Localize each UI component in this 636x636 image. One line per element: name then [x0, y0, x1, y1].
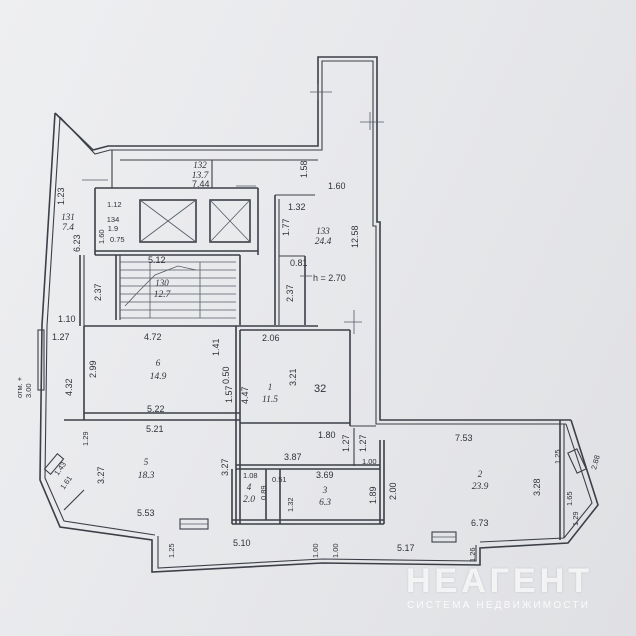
svg-text:1.25: 1.25 — [167, 543, 176, 558]
svg-text:5.21: 5.21 — [146, 424, 164, 434]
svg-text:0.51: 0.51 — [272, 475, 287, 484]
svg-text:0.75: 0.75 — [110, 235, 125, 244]
svg-text:1.32: 1.32 — [288, 202, 306, 212]
svg-text:5.53: 5.53 — [137, 508, 155, 518]
room-number: 2 — [478, 469, 483, 479]
room-area: 18.3 — [138, 471, 155, 481]
svg-text:1.25: 1.25 — [553, 449, 562, 464]
room-area: 23.9 — [472, 482, 489, 492]
svg-text:7.53: 7.53 — [455, 433, 473, 443]
outer-walls — [39, 56, 599, 573]
svg-text:1.60: 1.60 — [328, 181, 346, 191]
svg-text:1.80: 1.80 — [318, 430, 336, 440]
svg-text:0.89: 0.89 — [259, 485, 268, 500]
room-area: 1.9 — [108, 224, 118, 233]
room-number: 3 — [322, 485, 328, 495]
room-area: 14.9 — [150, 372, 167, 382]
svg-text:1.00: 1.00 — [311, 543, 320, 558]
svg-text:1.27: 1.27 — [52, 332, 70, 342]
svg-text:2.00: 2.00 — [388, 482, 398, 500]
svg-text:2.99: 2.99 — [88, 360, 98, 378]
svg-text:1.77: 1.77 — [281, 218, 291, 236]
svg-text:1.41: 1.41 — [211, 338, 221, 356]
svg-text:1.12: 1.12 — [107, 200, 122, 209]
svg-text:1.57: 1.57 — [224, 385, 234, 403]
svg-text:2.37: 2.37 — [93, 283, 103, 301]
room-labels: 1 11.5 2 23.9 3 6.3 4 2.0 5 18.3 6 14.9 … — [61, 160, 488, 508]
svg-text:5.10: 5.10 — [233, 538, 251, 548]
svg-text:5.22: 5.22 — [147, 404, 165, 414]
room-number: 1 — [268, 382, 273, 392]
room-number: 134 — [107, 215, 120, 224]
room-area: 11.5 — [262, 395, 278, 405]
svg-text:2.06: 2.06 — [262, 333, 280, 343]
svg-text:3.00: 3.00 — [24, 383, 33, 398]
svg-text:0.50: 0.50 — [221, 366, 231, 384]
svg-text:5.12: 5.12 — [148, 255, 166, 265]
svg-text:1.27: 1.27 — [341, 434, 351, 452]
svg-text:3.21: 3.21 — [288, 368, 298, 386]
room-number: 130 — [155, 278, 169, 288]
room-number: 4 — [247, 482, 252, 492]
watermark-subtitle: СИСТЕМА НЕДВИЖИМОСТИ — [407, 600, 591, 611]
svg-text:1.27: 1.27 — [358, 434, 368, 452]
dimension-labels: 1.60 12.58 1.58 7.44 1.32 1.77 0.81 2.37… — [52, 160, 602, 562]
svg-text:1.65: 1.65 — [565, 491, 574, 506]
room-area: 6.3 — [319, 498, 331, 508]
svg-text:1.08: 1.08 — [243, 471, 258, 480]
tick-marks — [82, 84, 384, 334]
svg-text:1.00: 1.00 — [331, 543, 340, 558]
svg-text:4.47: 4.47 — [240, 386, 250, 404]
svg-text:1.00: 1.00 — [362, 457, 377, 466]
svg-text:1.89: 1.89 — [368, 486, 378, 504]
svg-text:1.23: 1.23 — [56, 187, 66, 205]
room-number: 6 — [156, 358, 161, 368]
svg-text:3.27: 3.27 — [220, 458, 230, 476]
ceiling-height-label: h = 2.70 — [313, 273, 346, 283]
room-number: 132 — [193, 160, 207, 170]
svg-text:1.61: 1.61 — [58, 474, 74, 491]
room-area: 2.0 — [243, 495, 255, 505]
svg-text:4.32: 4.32 — [64, 378, 74, 396]
room-area: 12.7 — [154, 290, 172, 300]
room-number: 5 — [144, 457, 149, 467]
svg-text:1.10: 1.10 — [58, 314, 76, 324]
svg-text:3.28: 3.28 — [532, 478, 542, 496]
svg-text:отм. +: отм. + — [15, 376, 24, 398]
room-area: 13.7 — [192, 171, 210, 181]
svg-text:32: 32 — [314, 383, 326, 395]
svg-text:6.23: 6.23 — [72, 234, 82, 252]
svg-text:0.81: 0.81 — [290, 258, 308, 268]
svg-text:1.58: 1.58 — [299, 160, 309, 178]
svg-text:5.17: 5.17 — [397, 543, 415, 553]
svg-text:1.29: 1.29 — [81, 431, 90, 446]
windows — [37, 329, 587, 543]
room-area: 7.4 — [62, 223, 74, 233]
svg-text:2.37: 2.37 — [285, 284, 295, 302]
svg-text:3.27: 3.27 — [96, 466, 106, 484]
svg-text:4.72: 4.72 — [144, 332, 162, 342]
svg-text:12.58: 12.58 — [350, 225, 360, 248]
svg-text:1.29: 1.29 — [571, 511, 580, 526]
elevators-and-stairs — [120, 199, 251, 319]
room-number: 131 — [61, 212, 75, 222]
elevation-label: отм. + 3.00 — [15, 376, 33, 398]
svg-text:6.73: 6.73 — [471, 518, 489, 528]
svg-text:1.60: 1.60 — [97, 229, 106, 244]
interior-walls — [63, 150, 565, 540]
svg-text:1.32: 1.32 — [286, 497, 295, 512]
room-area: 24.4 — [315, 237, 332, 247]
svg-text:3.69: 3.69 — [316, 470, 334, 480]
svg-text:2.88: 2.88 — [589, 454, 601, 470]
svg-text:7.44: 7.44 — [192, 179, 210, 189]
room-number: 133 — [316, 226, 330, 236]
watermark-title: НЕАГЕНТ — [406, 562, 594, 600]
svg-text:3.87: 3.87 — [284, 452, 302, 462]
svg-text:1.26: 1.26 — [468, 547, 477, 562]
